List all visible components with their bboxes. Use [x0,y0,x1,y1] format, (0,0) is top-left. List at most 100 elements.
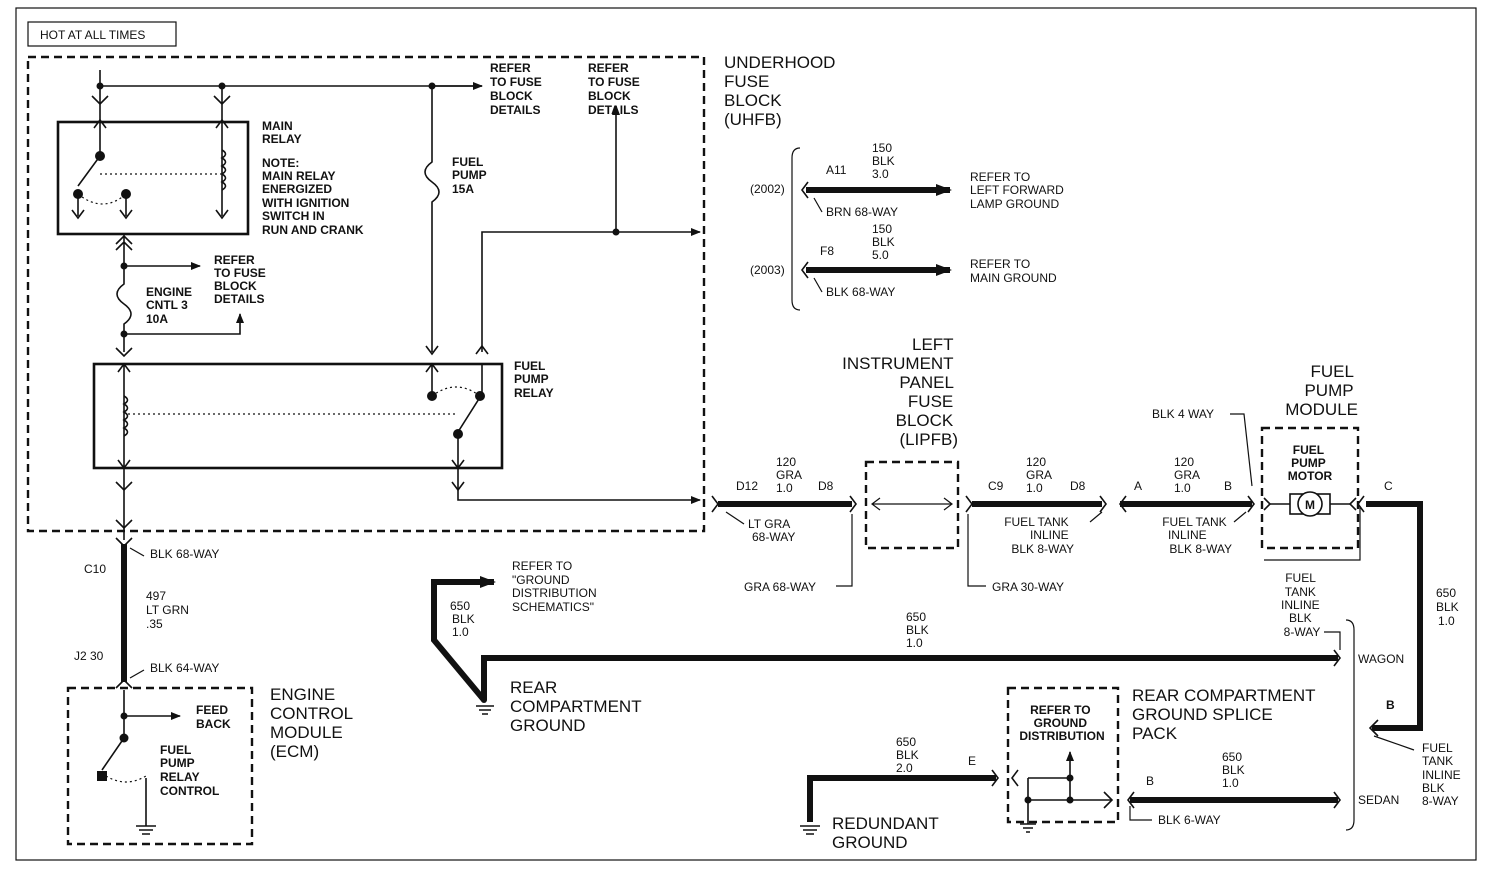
conn-leader [967,514,986,587]
brn-68-way: BRN 68-WAY [826,205,898,219]
pump-out-leader [1264,506,1361,561]
rear-ground-icon [476,705,494,715]
redundant-ground-icon [800,825,820,835]
ecm-wire-conns [115,537,133,689]
inline-1: FUEL TANK INLINE BLK 8-WAY [1004,515,1074,556]
wire-120-gra-pump: 120 GRA 1.0 [1174,455,1203,495]
ecm-contact [97,771,107,781]
splice-pack-title: REAR COMPARTMENT GROUND SPLICE PACK [1132,686,1320,743]
uhfb-title: UNDERHOOD FUSE BLOCK (UHFB) [724,53,840,129]
fuel-pump-module-title: FUEL PUMP MODULE [1285,362,1358,419]
hot-label: HOT AT ALL TIMES [40,28,145,42]
relay-contact [95,151,105,161]
splice-node [1066,774,1074,782]
pin-d8-b: D8 [1070,479,1086,493]
redundant-conn [991,769,999,787]
conn-leader [1129,806,1152,821]
pin-d8: D8 [818,479,834,493]
ecm-node [120,712,128,720]
conn-leader [129,547,145,557]
fuel-pump-relay-internals [117,362,483,470]
pin-f8: F8 [820,244,834,258]
wire-650-top: 650 BLK 1.0 [906,610,932,650]
fuse-node [120,262,128,270]
refer-ground-distribution: REFER TO GROUND DISTRIBUTION [1019,703,1104,743]
pump-out-conn [1357,495,1379,737]
conn-leader [1230,413,1253,487]
gra-68-way: GRA 68-WAY [744,580,816,594]
engine-fuse-branch2 [124,313,244,335]
pin-c: C [1384,479,1393,493]
fuel-pump-fuse-wire [424,86,440,356]
conn-leader [836,514,853,587]
splice-node [1066,796,1074,804]
wire-650-splice: 650 BLK 1.0 [1222,750,1248,790]
relay-contact [453,429,463,439]
main-relay-box [56,120,250,236]
pin-e: E [968,754,976,768]
fuel-pump-relay-label: FUEL PUMP RELAY [514,359,554,400]
inline-3: FUEL TANK INLINE BLK 8-WAY [1281,571,1323,639]
lipfb-title: LEFT INSTRUMENT PANEL FUSE BLOCK (LIPFB) [842,335,958,449]
motor-symbol [1297,491,1323,517]
wire-120-gra-in: 120 GRA 1.0 [776,455,805,495]
conn-leader [1089,511,1103,523]
ecm-ground-icon [136,825,156,835]
pin-a: A [1134,479,1142,493]
blk-6-way: BLK 6-WAY [1158,813,1221,827]
conn-leader [1373,735,1415,751]
conn-leader [725,511,745,525]
pin-d12: D12 [736,479,758,493]
wagon-conn [1333,649,1341,667]
lipfb-in-conns [711,495,857,513]
blk-64-way: BLK 64-WAY [150,661,219,675]
wire-150-blk-3: 150 BLK 3.0 [872,141,898,181]
refer-fuse-block-3: REFER TO FUSE BLOCK DETAILS [214,253,269,306]
rear-compartment-ground: REAR COMPARTMENT GROUND [510,678,646,735]
motor-conns [1263,497,1357,511]
engine-fuse-wire [115,234,133,352]
rear-ground-node [481,697,487,703]
wire-650-redundant: 650 BLK 2.0 [896,735,922,775]
pump-in-conns [1119,495,1255,513]
refer-fuse-block-1: REFER TO FUSE BLOCK DETAILS [490,61,545,117]
lipfb-internal [871,497,953,511]
ecm-link [105,775,147,783]
engine-cntl-fuse-label: ENGINE CNTL 3 10A [146,285,195,326]
hot-label-box [27,21,177,47]
fuel-pump-motor-label: FUEL PUMP MOTOR [1288,443,1333,483]
relay-arrows [71,118,229,220]
fuel-pump-fuse-label: FUEL PUMP 15A [452,155,490,196]
hot-bus-wire [99,70,482,104]
splice-conns [1011,769,1114,809]
wire-150-blk-5: 150 BLK 5.0 [872,222,898,262]
fuel-pump-relay-control: FUEL PUMP RELAY CONTROL [160,743,219,798]
ecm-box [66,686,254,846]
feed-back-label: FEED BACK [196,703,231,731]
relay-out-arrows [115,481,465,530]
redundant-wire [807,775,996,822]
wire-650-right: 650 BLK 1.0 [1436,586,1462,628]
year-bracket [791,147,801,311]
bus-node [96,82,104,90]
fuel-pump-relay-box [92,362,504,470]
ecm-internal-wire [101,690,147,826]
ground-2003-conn [801,261,809,279]
year-2002: (2002) [750,182,785,196]
pin-c9: C9 [988,479,1004,493]
ground-2002-refer: REFER TO LEFT FORWARD LAMP GROUND [970,170,1067,211]
pin-a11: A11 [826,163,847,177]
fuse-arrows [115,347,133,358]
redundant-ground: REDUNDANT GROUND [832,814,943,852]
uhfb-right-feed [481,228,701,352]
wire-120-gra-mid: 120 GRA 1.0 [1026,455,1055,495]
uhfb-box [26,55,706,533]
refer-ground-dist: REFER TO "GROUND DISTRIBUTION SCHEMATICS… [512,559,600,614]
relay-in-arrow [475,344,489,355]
splice-internal-2 [1020,777,1112,833]
ecm-contact [119,733,129,743]
ground-dist-wire [431,576,496,702]
lipfb-out-conns [965,495,1107,513]
feed-node [612,228,620,236]
inline-2: FUEL TANK INLINE BLK 8-WAY [1162,515,1232,556]
